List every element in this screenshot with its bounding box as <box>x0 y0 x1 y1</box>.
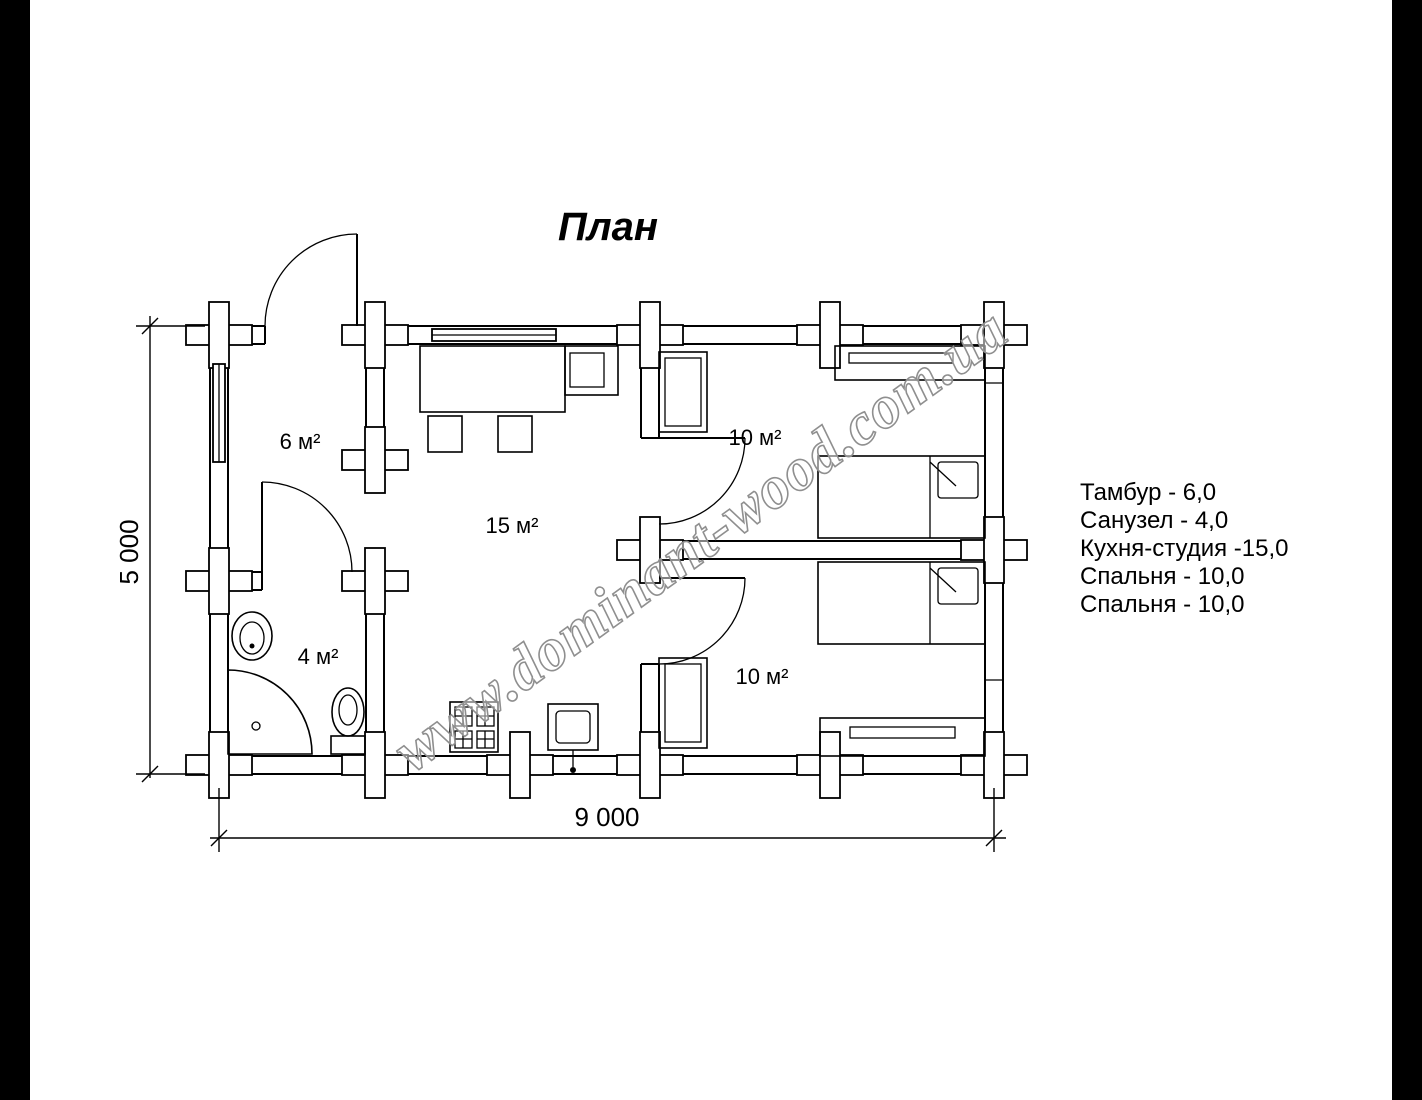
room-label-kitchen-studio: 15 м² <box>485 513 538 538</box>
legend-item-bathroom: Санузел - 4,0 <box>1080 507 1228 534</box>
kitchen-stool <box>427 415 463 453</box>
shower <box>227 669 313 755</box>
bedroom2-furniture <box>658 561 986 757</box>
windows <box>212 328 557 463</box>
horizontal-dimension-label: 9 000 <box>574 802 639 832</box>
doors <box>261 233 746 665</box>
bedroom1-furniture <box>658 345 986 539</box>
letterbox-left-bar <box>0 0 30 1100</box>
watermark-text: www.dominant-wood.com.ua <box>381 296 1019 785</box>
bedroom2-bed <box>817 561 986 645</box>
kitchen-sink <box>547 703 599 773</box>
kitchen-stool <box>497 415 533 453</box>
kitchen-window <box>431 328 557 342</box>
log-crossings <box>185 301 1028 799</box>
washbasin <box>231 611 273 661</box>
legend-item-bedroom-1: Спальня - 10,0 <box>1080 563 1244 590</box>
plan-title: План <box>558 205 658 249</box>
dimension-vertical: 5 000 <box>114 316 205 783</box>
letterbox-right-bar <box>1392 0 1422 1100</box>
bedroom1-dresser <box>834 345 986 381</box>
tambour-window <box>212 363 226 463</box>
bedroom1-bed <box>817 455 986 539</box>
bathroom-fixtures <box>227 611 366 755</box>
vertical-dimension-label: 5 000 <box>114 519 144 584</box>
room-label-bedroom-1: 10 м² <box>728 425 781 450</box>
bedroom1-door <box>658 437 746 525</box>
dimension-horizontal: 9 000 <box>210 788 1006 852</box>
legend: Тамбур - 6,0 Санузел - 4,0 Кухня-студия … <box>1080 479 1288 618</box>
bedroom2-door <box>658 577 746 665</box>
stove <box>449 701 499 753</box>
kitchen-counter <box>419 345 619 413</box>
bedroom2-wardrobe <box>658 657 708 749</box>
legend-item-bedroom-2: Спальня - 10,0 <box>1080 591 1244 618</box>
kitchen-furniture <box>419 345 619 773</box>
room-label-bedroom-2: 10 м² <box>735 664 788 689</box>
room-label-bathroom: 4 м² <box>298 644 339 669</box>
bathroom-door <box>261 481 353 573</box>
room-label-tambour: 6 м² <box>280 429 321 454</box>
toilet <box>330 687 366 755</box>
bedroom1-wardrobe <box>658 351 708 433</box>
legend-item-kitchen-studio: Кухня-студия -15,0 <box>1080 535 1288 562</box>
bedroom2-dresser <box>819 717 986 757</box>
entrance-door <box>264 233 358 327</box>
legend-item-tambour: Тамбур - 6,0 <box>1080 479 1216 506</box>
